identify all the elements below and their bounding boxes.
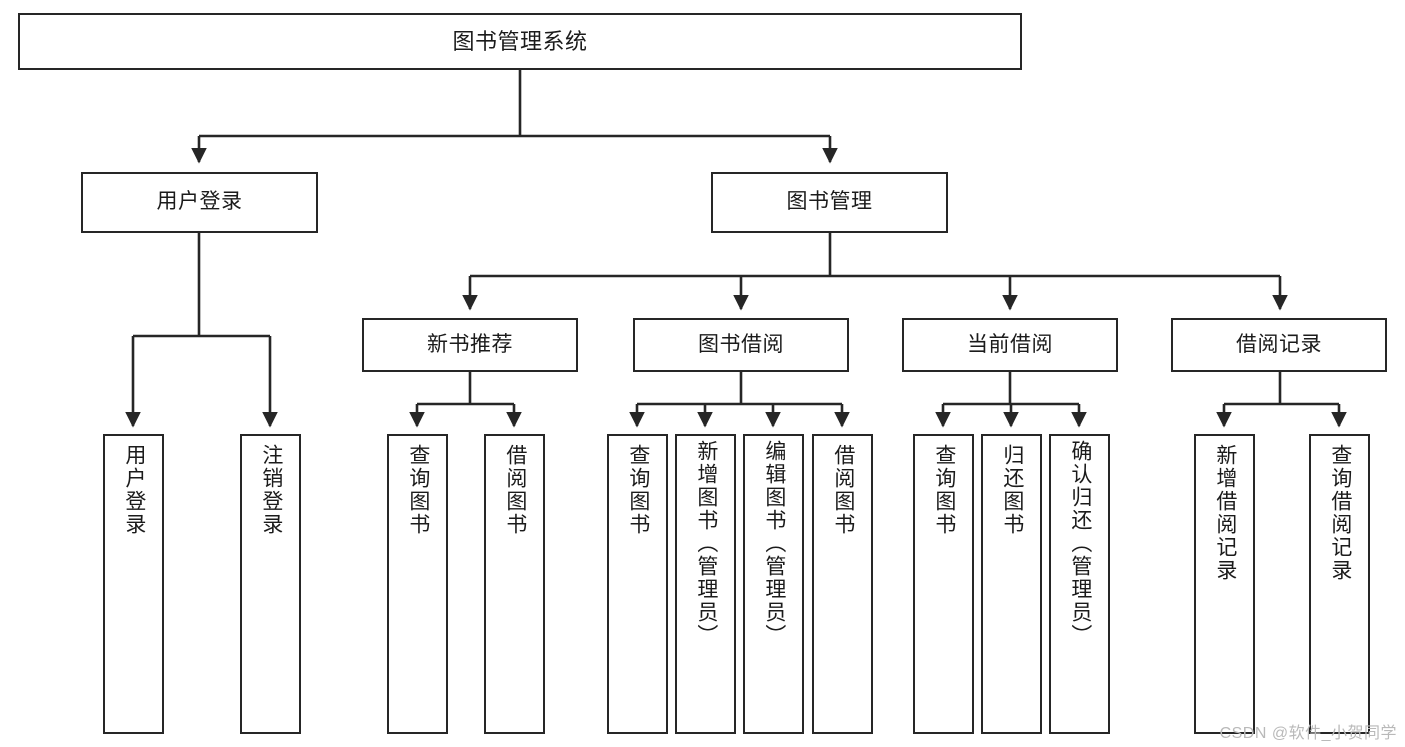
node-borrow-records[interactable]: 借阅记录 xyxy=(1171,318,1387,372)
node-label: 借阅图书 xyxy=(503,444,527,536)
leaf-confirm-return-admin[interactable]: 确认归还（管理员） xyxy=(1049,434,1110,734)
node-label: 查询图书 xyxy=(626,444,650,536)
node-label: 图书管理 xyxy=(786,190,873,214)
leaf-edit-book-admin[interactable]: 编辑图书（管理员） xyxy=(743,434,804,734)
node-label: 确认归还（管理员） xyxy=(1068,440,1092,647)
node-label: 借阅记录 xyxy=(1236,332,1322,356)
leaf-user-logout[interactable]: 注销登录 xyxy=(240,434,301,734)
node-root-system[interactable]: 图书管理系统 xyxy=(18,13,1022,70)
node-label: 新增图书（管理员） xyxy=(694,440,718,647)
node-label: 新增借阅记录 xyxy=(1213,444,1237,582)
node-label: 查询图书 xyxy=(406,444,430,536)
node-label: 用户登录 xyxy=(156,190,243,214)
leaf-user-login[interactable]: 用户登录 xyxy=(103,434,164,734)
node-label: 用户登录 xyxy=(122,444,146,536)
leaf-add-borrow-record[interactable]: 新增借阅记录 xyxy=(1194,434,1255,734)
leaf-borrow-book[interactable]: 借阅图书 xyxy=(812,434,873,734)
node-label: 编辑图书（管理员） xyxy=(762,440,786,647)
node-label: 查询借阅记录 xyxy=(1328,444,1352,582)
leaf-query-book-current[interactable]: 查询图书 xyxy=(913,434,974,734)
node-user-login[interactable]: 用户登录 xyxy=(81,172,318,233)
leaf-add-book-admin[interactable]: 新增图书（管理员） xyxy=(675,434,736,734)
watermark-text: CSDN @软件_小贺同学 xyxy=(1219,725,1397,742)
leaf-query-borrow-record[interactable]: 查询借阅记录 xyxy=(1309,434,1370,734)
leaf-return-book[interactable]: 归还图书 xyxy=(981,434,1042,734)
node-label: 借阅图书 xyxy=(831,444,855,536)
leaf-query-book-borrow[interactable]: 查询图书 xyxy=(607,434,668,734)
node-new-book-recommend[interactable]: 新书推荐 xyxy=(362,318,578,372)
node-label: 图书管理系统 xyxy=(452,28,588,54)
node-label: 注销登录 xyxy=(259,444,283,536)
node-label: 图书借阅 xyxy=(698,332,784,356)
node-label: 查询图书 xyxy=(932,444,956,536)
node-label: 新书推荐 xyxy=(427,332,513,356)
leaf-query-book-newbook[interactable]: 查询图书 xyxy=(387,434,448,734)
node-current-borrow[interactable]: 当前借阅 xyxy=(902,318,1118,372)
node-book-borrow[interactable]: 图书借阅 xyxy=(633,318,849,372)
node-label: 归还图书 xyxy=(1000,444,1024,536)
node-book-management[interactable]: 图书管理 xyxy=(711,172,948,233)
node-label: 当前借阅 xyxy=(967,332,1053,356)
leaf-borrow-book-newbook[interactable]: 借阅图书 xyxy=(484,434,545,734)
